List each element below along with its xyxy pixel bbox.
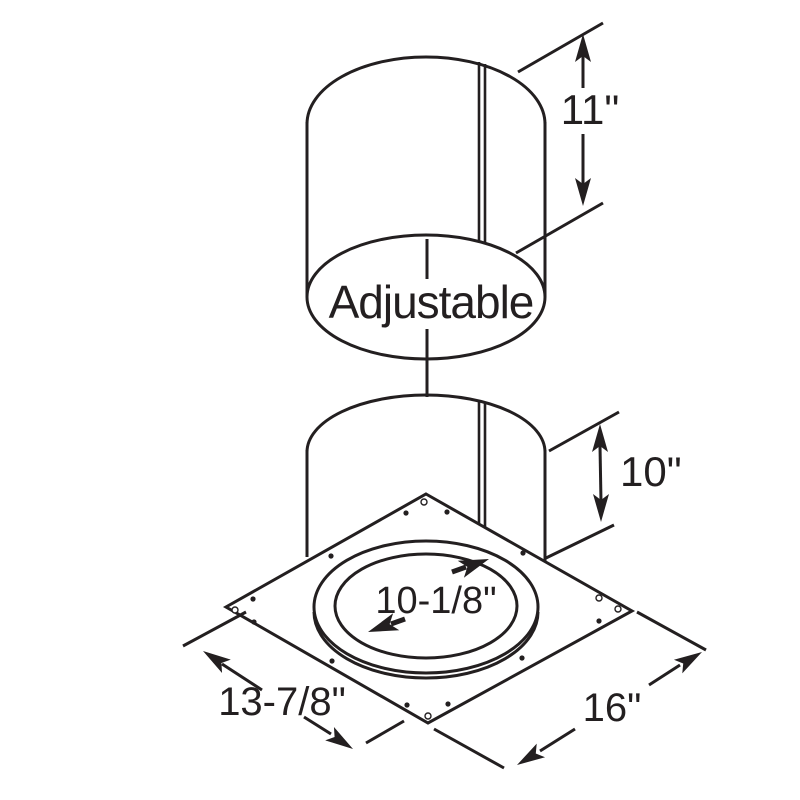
rivet-hole	[520, 550, 526, 556]
dimension-10-1-8in: 10-1/8"	[368, 559, 497, 632]
adjustable-label: Adjustable	[329, 276, 534, 328]
rivet-hole	[250, 596, 256, 602]
rivet-hole	[231, 606, 239, 614]
bottom-pipe-section	[305, 393, 547, 561]
dimension-11in: 11"	[515, 21, 620, 255]
arrow-down-icon	[575, 178, 591, 206]
rivet-hole	[328, 553, 334, 559]
rivet-hole	[595, 594, 603, 602]
arrow-shaft	[598, 445, 603, 503]
arrow-shaft-2	[303, 715, 332, 736]
ext-line-bottom	[515, 201, 604, 255]
lower-height-label: 10"	[620, 448, 682, 495]
opening-diameter-label: 10-1/8"	[375, 580, 496, 622]
rivet-hole	[424, 712, 432, 720]
rivet-hole	[420, 498, 428, 506]
rivet-hole	[519, 655, 525, 661]
rivet-hole	[403, 510, 409, 516]
upper-height-label: 11"	[561, 86, 620, 133]
ext-line-right	[636, 610, 707, 652]
bottom-dome-arc	[305, 393, 547, 453]
rivet-hole	[329, 658, 335, 664]
leader-arrow-upper-icon	[457, 559, 489, 578]
rivet-hole	[614, 605, 622, 613]
arrow-shaft-2	[539, 727, 576, 753]
rivet-hole	[404, 702, 410, 708]
arrow-shaft-1	[648, 663, 681, 687]
collar-outer-ellipse	[312, 539, 540, 675]
ext-line-top	[548, 410, 620, 453]
arrow-shaft-1	[221, 662, 263, 692]
leader-arrow-lower-tail	[390, 616, 406, 627]
dimension-13-7-8in: 13-7/8"	[182, 610, 405, 749]
base-plate	[222, 492, 636, 725]
ext-line-left	[182, 610, 247, 648]
collar-ring	[312, 539, 540, 680]
plate-width-label: 16"	[583, 686, 642, 730]
collar-thickness-arc	[312, 611, 540, 680]
arrow-upleft-icon	[203, 651, 231, 674]
rivet-hole	[444, 509, 450, 515]
arrow-down-icon	[593, 494, 609, 522]
rivet-hole	[251, 619, 257, 625]
top-rim-arc	[305, 55, 547, 125]
collar-inner-ellipse	[333, 552, 519, 660]
ext-line-top	[517, 21, 604, 74]
arrow-upright-icon	[673, 652, 702, 674]
leader-arrow-lower-icon	[368, 613, 400, 632]
ext-line-bottom	[433, 727, 505, 770]
leader-arrow-upper-tail	[451, 564, 467, 575]
plate-depth-label: 13-7/8"	[218, 680, 346, 724]
rivet-hole	[596, 618, 602, 624]
top-pipe-section: Adjustable	[305, 55, 547, 361]
ext-line-bottom	[545, 523, 615, 560]
rivet-hole	[445, 701, 451, 707]
arrow-up-icon	[592, 424, 608, 452]
arrow-downleft-icon	[517, 743, 546, 765]
ext-line-right	[365, 719, 405, 745]
dimension-16in: 16"	[433, 610, 707, 770]
arrow-downright-icon	[325, 726, 353, 749]
arrow-up-icon	[575, 34, 591, 62]
dimension-10in: 10"	[545, 410, 682, 560]
plate-outline	[222, 492, 636, 725]
